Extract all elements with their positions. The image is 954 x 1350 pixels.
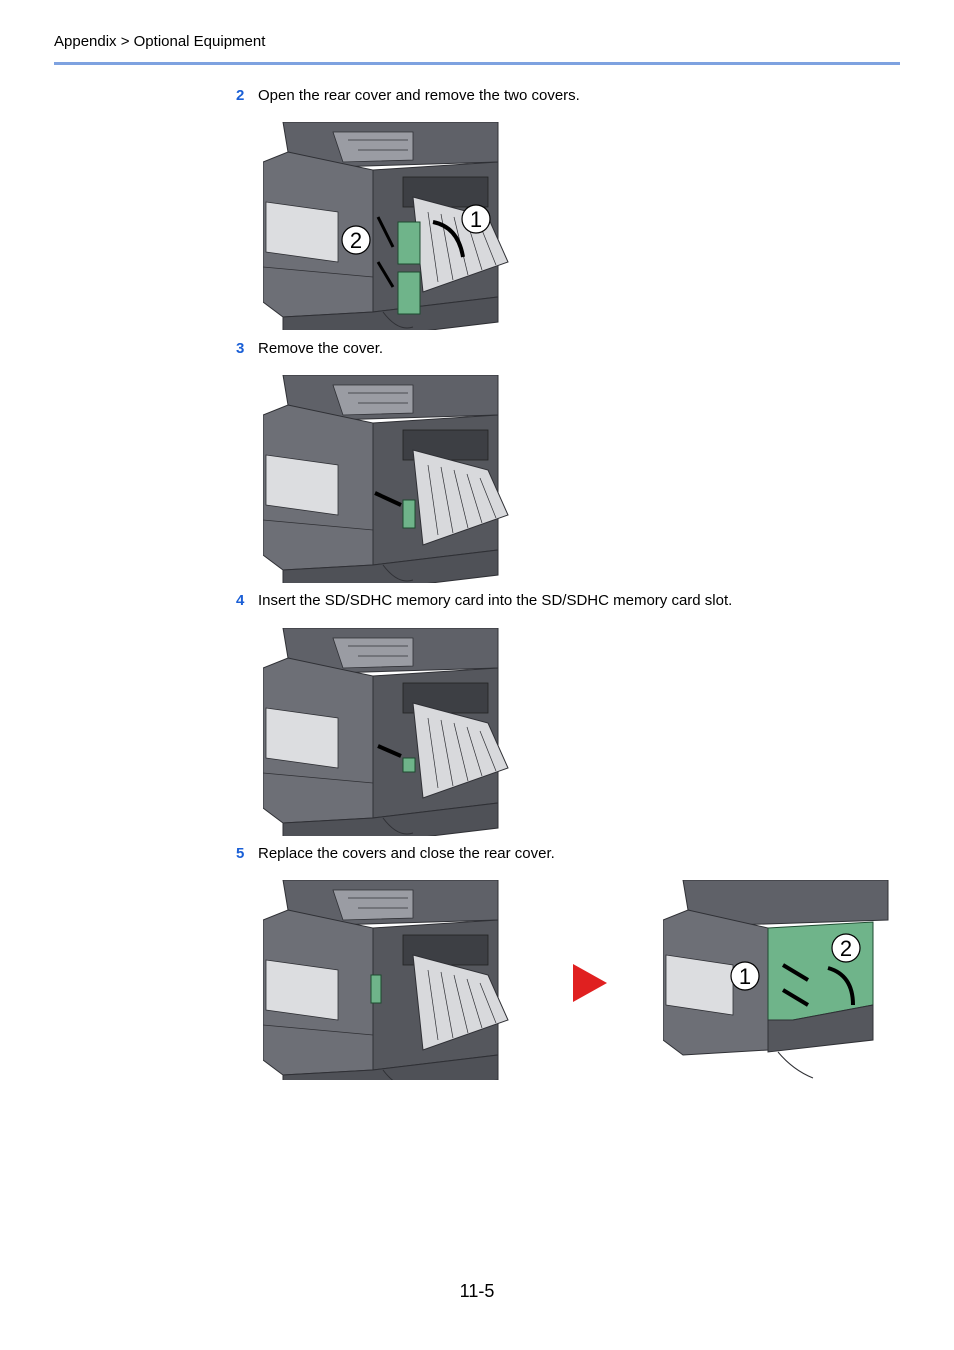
printer-rear-closed-illustration: 1 2 bbox=[663, 880, 889, 1079]
step-2: 2 Open the rear cover and remove the two … bbox=[236, 87, 580, 104]
step-number: 2 bbox=[236, 87, 245, 104]
step-text: Remove the cover. bbox=[258, 340, 384, 357]
step-number: 3 bbox=[236, 340, 245, 357]
step-5: 5 Replace the covers and close the rear c… bbox=[236, 845, 555, 862]
header-divider bbox=[54, 62, 900, 65]
printer-rear-illustration bbox=[263, 375, 509, 583]
printer-rear-illustration bbox=[263, 628, 509, 836]
callout-2-label: 2 bbox=[350, 228, 362, 253]
callout-2 bbox=[341, 225, 371, 255]
step-number: 4 bbox=[236, 592, 245, 609]
callout-2 bbox=[831, 933, 861, 963]
callout-1-label: 1 bbox=[739, 964, 751, 989]
breadcrumb: Appendix > Optional Equipment bbox=[54, 33, 266, 50]
step-text: Open the rear cover and remove the two c… bbox=[258, 87, 580, 104]
step-number: 5 bbox=[236, 845, 245, 862]
callout-2-label: 2 bbox=[840, 936, 852, 961]
page-number: 11-5 bbox=[459, 1281, 495, 1301]
printer-rear-illustration bbox=[263, 880, 509, 1080]
callout-1 bbox=[461, 204, 491, 234]
step-text: Replace the covers and close the rear co… bbox=[258, 845, 555, 862]
step-3: 3 Remove the cover. bbox=[236, 340, 383, 357]
next-step-arrow-icon bbox=[573, 964, 607, 1002]
step-text: Insert the SD/SDHC memory card into the … bbox=[258, 592, 733, 609]
callout-1-label: 1 bbox=[470, 207, 482, 232]
printer-rear-illustration: 2 1 bbox=[263, 122, 509, 330]
callout-1 bbox=[730, 961, 760, 991]
step-4: 4 Insert the SD/SDHC memory card into the… bbox=[236, 592, 732, 609]
